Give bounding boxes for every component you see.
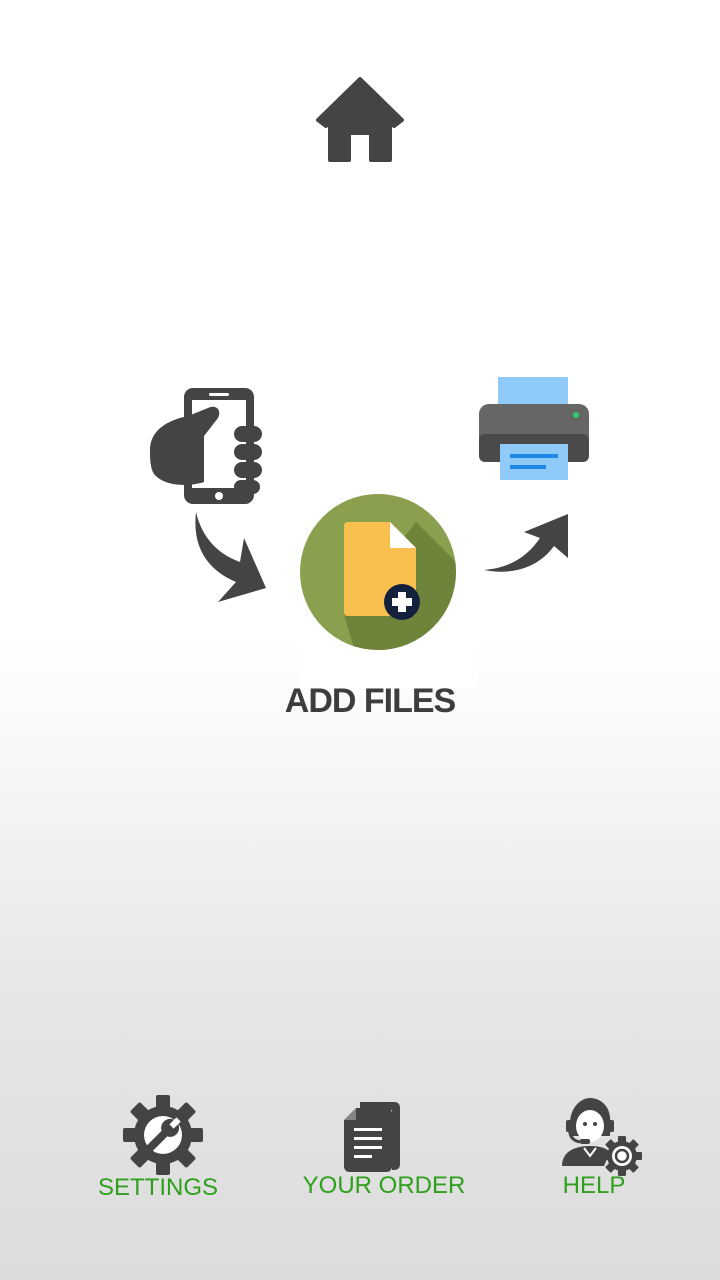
nav-your-order-label: YOUR ORDER bbox=[302, 1172, 466, 1199]
home-button[interactable] bbox=[316, 76, 404, 164]
printer-icon bbox=[476, 374, 592, 484]
curved-arrow-down-icon bbox=[188, 508, 270, 606]
nav-settings-label: SETTINGS bbox=[97, 1174, 218, 1201]
support-agent-icon bbox=[560, 1096, 646, 1178]
add-files-button[interactable]: ADD FILES bbox=[280, 490, 480, 730]
documents-icon bbox=[342, 1100, 406, 1174]
home-icon bbox=[316, 77, 404, 162]
nav-help-label: HELP bbox=[562, 1172, 626, 1199]
nav-help-button[interactable]: HELP bbox=[554, 1094, 646, 1204]
settings-gear-wrench-icon bbox=[122, 1094, 204, 1176]
nav-your-order-button[interactable]: YOUR ORDER bbox=[298, 1100, 470, 1200]
nav-settings-button[interactable]: SETTINGS bbox=[90, 1092, 226, 1204]
hand-holding-phone-icon bbox=[146, 386, 266, 508]
curved-arrow-up-icon bbox=[482, 508, 574, 578]
add-file-icon bbox=[298, 492, 458, 652]
add-files-label: ADD FILES bbox=[284, 682, 456, 720]
